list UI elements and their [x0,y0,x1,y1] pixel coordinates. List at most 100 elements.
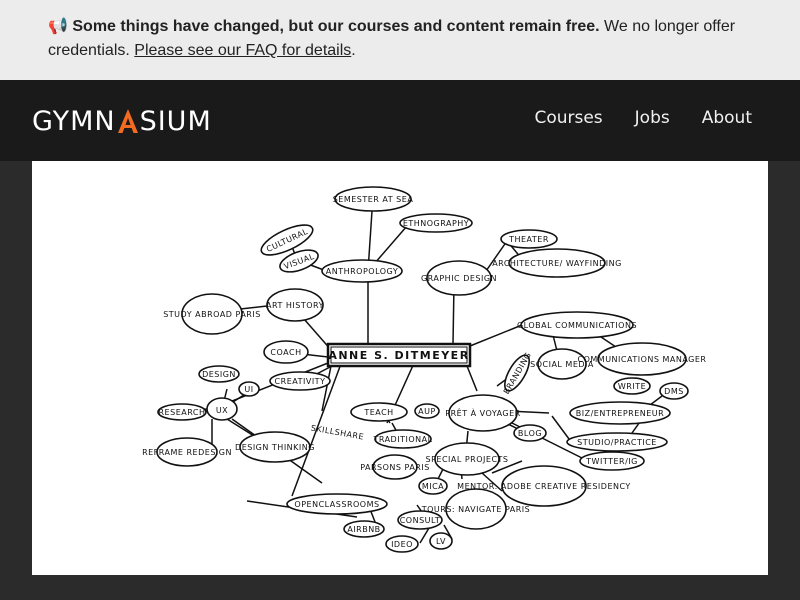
logo-text-end: SIUM [139,105,212,137]
svg-text:REFRAME REDESIGN: REFRAME REDESIGN [142,448,232,457]
svg-text:ANTHROPOLOGY: ANTHROPOLOGY [326,267,399,276]
node-blog: BLOG [513,424,547,442]
svg-text:ETHNOGRAPHY: ETHNOGRAPHY [403,219,469,228]
node-twitter: TWITTER/IG [579,451,645,471]
logo-a-icon [117,109,138,133]
node-global-comm: GLOBAL COMMUNICATIONS [517,311,637,339]
svg-text:UI: UI [244,385,253,394]
svg-text:TOURS: NAVIGATE PARIS: TOURS: NAVIGATE PARIS [421,505,531,514]
node-visual: VISUAL [279,249,319,273]
node-openclassrooms: OPENCLASSROOMS [286,493,388,515]
svg-text:DESIGN THINKING: DESIGN THINKING [235,443,315,452]
svg-text:ARCHITECTURE/ WAYFINDING: ARCHITECTURE/ WAYFINDING [492,259,622,268]
node-art-history: ART HISTORY [266,288,324,322]
svg-text:GRAPHIC DESIGN: GRAPHIC DESIGN [421,274,497,283]
svg-text:COMMUNICATIONS MANAGER: COMMUNICATIONS MANAGER [578,355,707,364]
node-study-abroad: STUDY ABROAD PARIS [163,293,261,335]
node-semester: SEMESTER AT SEA [333,186,414,212]
svg-text:BLOG: BLOG [518,429,542,438]
logo-text-start: GYMN [32,105,116,137]
node-ui: UI [238,381,260,397]
node-aup: AUP [414,403,440,419]
svg-text:SPECIAL PROJECTS: SPECIAL PROJECTS [425,455,508,464]
node-ethnography: ETHNOGRAPHY [399,213,473,233]
center-label: ANNE S. DITMEYER [328,349,469,362]
node-teach: TEACH [350,402,408,422]
nav-about[interactable]: About [701,108,752,128]
node-ux: UX [206,397,238,421]
nav-courses[interactable]: Courses [534,108,603,128]
node-theater: THEATER [500,229,558,249]
svg-text:ART HISTORY: ART HISTORY [266,301,324,310]
node-dms: DMS [659,382,689,400]
node-graphic-design: GRAPHIC DESIGN [421,260,497,296]
gymnasium-logo[interactable]: GYMN SIUM [32,104,212,138]
node-lv: LV [429,532,453,550]
svg-text:SEMESTER AT SEA: SEMESTER AT SEA [333,195,414,204]
node-social-media: SOCIAL MEDIA [530,348,594,380]
node-anthropology: ANTHROPOLOGY [321,259,403,283]
svg-text:UX: UX [216,406,228,415]
svg-text:THEATER: THEATER [508,235,549,244]
svg-text:PRÊT À VOYAGER: PRÊT À VOYAGER [445,407,520,418]
node-biz: BIZ/ENTREPRENEUR [569,401,671,425]
svg-text:AUP: AUP [418,407,436,416]
svg-text:OPENCLASSROOMS: OPENCLASSROOMS [294,500,379,509]
node-research: RESEARCH [157,403,207,421]
node-special: SPECIAL PROJECTS [425,442,508,476]
node-design-thinking: DESIGN THINKING [235,431,315,463]
svg-text:TEACH: TEACH [363,408,393,417]
svg-text:BRANDING: BRANDING [502,351,533,396]
announcement-end: . [351,42,356,59]
node-write: WRITE [613,377,651,395]
svg-text:WRITE: WRITE [618,382,646,391]
announcement-text: We no longer offer credentials. [48,18,736,59]
node-architecture: ARCHITECTURE/ WAYFINDING [492,248,622,278]
nav-jobs[interactable]: Jobs [634,108,670,128]
svg-text:PARSONS PARIS: PARSONS PARIS [360,463,430,472]
svg-text:TRADITIONAL: TRADITIONAL [372,435,432,444]
node-creativity: CREATIVITY [269,371,331,391]
node-design: DESIGN [198,365,240,383]
node-airbnb: AIRBNB [343,520,385,538]
node-branding: BRANDING [502,351,533,396]
mindmap-image: ANNE S. DITMEYER SEMESTER AT SEA ETHNOGR… [32,161,768,575]
node-pret: PRÊT À VOYAGER [445,394,520,432]
site-header: GYMN SIUM Courses Jobs About [0,80,800,161]
node-consult: CONSULT [397,510,443,530]
mindmap-drawing: ANNE S. DITMEYER SEMESTER AT SEA ETHNOGR… [142,186,707,553]
node-coach: COACH [263,340,309,364]
svg-text:MICA: MICA [422,482,444,491]
svg-text:AIRBNB: AIRBNB [347,525,380,534]
node-mica: MICA [418,477,448,495]
node-traditional: TRADITIONAL [372,429,432,449]
node-ideo: IDEO [385,535,419,553]
svg-text:DESIGN: DESIGN [202,370,236,379]
node-mentor: MENTOR: ADOBE CREATIVE RESIDENCY [457,465,631,507]
svg-text:COACH: COACH [270,348,301,357]
node-studio: STUDIO/PRACTICE [566,432,668,452]
node-skillshare: SKILLSHARE [310,423,365,441]
announcement-bold-text: Some things have changed, but our course… [72,18,600,35]
node-parsons: PARSONS PARIS [360,454,430,480]
svg-text:LV: LV [436,537,446,546]
faq-link[interactable]: Please see our FAQ for details [134,42,352,59]
node-comm-manager: COMMUNICATIONS MANAGER [578,342,707,376]
svg-text:SOCIAL MEDIA: SOCIAL MEDIA [530,360,594,369]
node-reframe: REFRAME REDESIGN [142,437,232,467]
svg-text:SKILLSHARE: SKILLSHARE [310,423,365,441]
svg-text:GLOBAL COMMUNICATIONS: GLOBAL COMMUNICATIONS [517,321,637,330]
svg-text:BIZ/ENTREPRENEUR: BIZ/ENTREPRENEUR [576,409,664,418]
megaphone-icon: 📢 [48,18,68,35]
svg-text:CREATIVITY: CREATIVITY [275,377,326,386]
main-nav: Courses Jobs About [502,108,752,128]
announcement-banner: 📢 Some things have changed, but our cour… [0,0,800,80]
center-node [326,342,472,368]
svg-text:CONSULT: CONSULT [400,516,441,525]
svg-text:STUDY ABROAD PARIS: STUDY ABROAD PARIS [163,310,261,319]
svg-text:IDEO: IDEO [391,540,413,549]
svg-text:RESEARCH: RESEARCH [159,408,206,417]
svg-text:MENTOR: ADOBE CREATIVE RESIDEN: MENTOR: ADOBE CREATIVE RESIDENCY [457,482,631,491]
node-tours: TOURS: NAVIGATE PARIS [421,488,531,530]
svg-text:STUDIO/PRACTICE: STUDIO/PRACTICE [577,438,657,447]
